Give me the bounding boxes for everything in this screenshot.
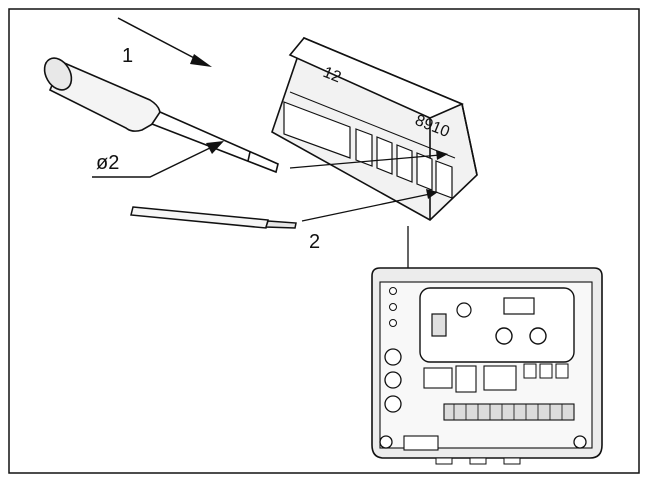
- label-step2: 2: [309, 231, 320, 253]
- terminal-label-left: 12: [321, 64, 344, 86]
- label-diameter: ø2: [96, 152, 119, 174]
- terminal-block: [271, 36, 478, 221]
- diameter-pointer: [92, 141, 224, 178]
- wire-icon: [130, 206, 297, 229]
- control-unit: [371, 267, 603, 465]
- direction-arrow: [117, 17, 212, 67]
- label-step1: 1: [122, 45, 133, 67]
